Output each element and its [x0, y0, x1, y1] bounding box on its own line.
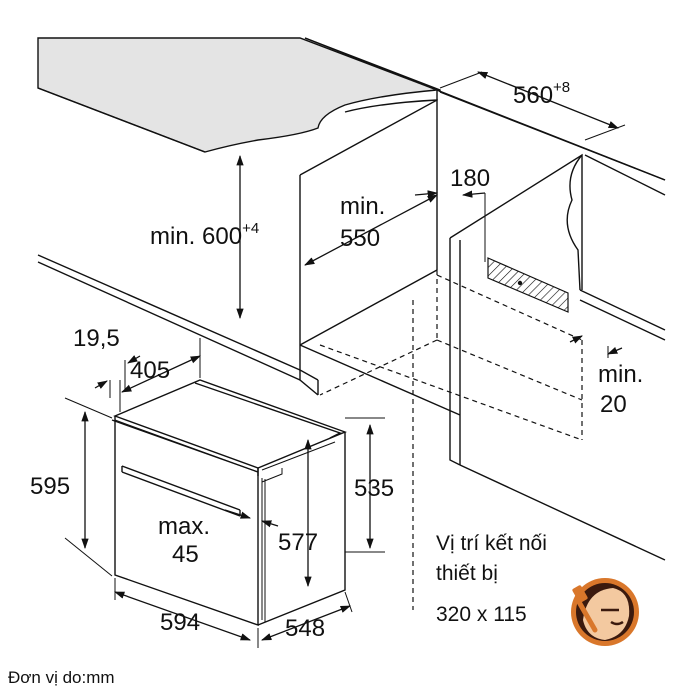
countertop-left — [37, 37, 438, 153]
chef-spatula-icon — [571, 578, 639, 646]
connection-area — [487, 257, 569, 313]
body-height-label: 535 — [354, 475, 394, 502]
inner-height-label: 577 — [278, 529, 318, 556]
connection-note: Vị trí kết nối thiết bị 320 x 115 — [436, 532, 547, 626]
door-max-value: 45 — [172, 541, 199, 568]
floor-lines — [37, 254, 301, 381]
side-gap-value: 20 — [600, 391, 627, 418]
niche-height-label: min. 600+4 — [150, 220, 259, 250]
front-offset-label: 19,5 — [73, 325, 120, 352]
connection-note-line2: thiết bị — [436, 562, 498, 585]
dimension-labels: 560+8 min. 600+4 min. 550 180 min. 20 19… — [30, 79, 643, 642]
connection-note-size: 320 x 115 — [436, 603, 527, 626]
depth-min-value: 550 — [340, 225, 380, 252]
dimension-lines — [64, 71, 626, 648]
niche-width-label: 560+8 — [513, 79, 570, 109]
connection-note-line1: Vị trí kết nối — [436, 532, 547, 555]
oven-height-label: 595 — [30, 473, 70, 500]
side-gap-label: min. — [598, 361, 643, 388]
depth-min-label: min. — [340, 193, 385, 220]
cabinet-left-panel — [299, 98, 461, 416]
vent-gap-label: 180 — [450, 165, 490, 192]
niche-hidden-edges — [319, 270, 583, 610]
door-max-label: max. — [158, 513, 210, 540]
top-depth-label: 405 — [130, 357, 170, 384]
oven-depth-label: 548 — [285, 615, 325, 642]
oven-body — [111, 379, 347, 626]
oven-width-label: 594 — [160, 609, 200, 636]
cabinet-right-panel — [449, 153, 666, 561]
unit-note: Đơn vị do:mm — [8, 668, 115, 687]
